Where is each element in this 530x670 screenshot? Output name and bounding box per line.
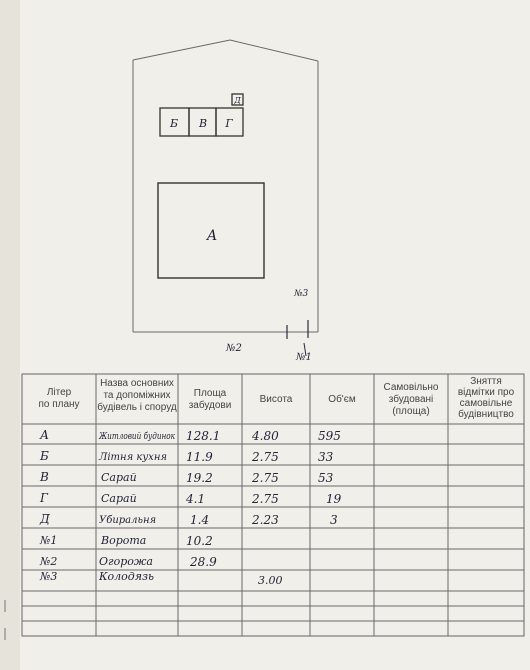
cell-height: 2.23: [251, 513, 279, 527]
cell-height: 2.75: [251, 492, 279, 506]
cell-height: 4.80: [251, 429, 279, 443]
building-g: [215, 107, 244, 137]
cell-name: Ворота: [100, 534, 146, 547]
cell-area: 11.9: [186, 450, 213, 464]
building-v-label: В: [198, 117, 207, 130]
building-g-label: Г: [224, 117, 233, 130]
cell-liter: №1: [39, 534, 57, 547]
house-a-label: А: [206, 228, 218, 244]
table-row: №1 Ворота 10.2: [39, 534, 213, 548]
cell-volume: 53: [318, 471, 334, 485]
cell-volume: 3: [330, 513, 338, 527]
cell-liter: №2: [39, 555, 57, 568]
cell-liter: Д: [39, 512, 50, 526]
building-d: [231, 93, 244, 106]
cell-name: Убиральня: [99, 515, 156, 526]
annotation-n3: №3: [293, 289, 309, 299]
house-a: [157, 182, 265, 279]
site-plan: Б В Г Д А №3 №2 №1: [132, 39, 319, 363]
cell-height: 2.75: [251, 450, 279, 464]
cell-area: 10.2: [186, 534, 213, 548]
outbuildings-row: Б В Г Д: [159, 93, 244, 137]
table-row: Г Сарай 4.1 2.75 19: [39, 491, 342, 506]
cell-liter: А: [39, 428, 49, 442]
table-row: №3 Колодязь 3.00: [39, 570, 283, 587]
table-row: Д Убиральня 1.4 2.23 3: [39, 512, 338, 527]
cell-name: Сарай: [101, 492, 137, 505]
cell-height: 2.75: [251, 471, 279, 485]
cell-volume: 19: [326, 492, 342, 506]
cell-name: Житловий будинок: [98, 431, 175, 442]
building-d-label: Д: [233, 96, 241, 105]
cell-area: 128.1: [186, 429, 220, 443]
cell-liter: В: [39, 470, 49, 484]
table-row: В Сарай 19.2 2.75 53: [39, 470, 334, 485]
cell-name: Огорожа: [99, 555, 153, 568]
cell-name: Сарай: [101, 471, 137, 484]
table-row: Б Літня кухня 11.9 2.75 33: [39, 449, 334, 464]
cell-volume: 595: [318, 429, 341, 443]
header-height: Висота: [260, 394, 293, 405]
annotation-n2: №2: [225, 343, 242, 354]
cell-volume: 33: [318, 450, 334, 464]
cell-area: 19.2: [186, 471, 213, 485]
cell-area: 28.9: [189, 555, 217, 569]
annotation-n1: №1: [295, 352, 312, 363]
table-row: А Житловий будинок 128.1 4.80 595: [39, 428, 341, 443]
header-volume: Об'єм: [328, 393, 356, 405]
cell-liter: Б: [39, 449, 49, 463]
cell-name: Колодязь: [98, 570, 154, 583]
cell-name: Літня кухня: [98, 452, 167, 463]
cell-area: 1.4: [190, 513, 209, 527]
cell-liter: №3: [39, 570, 57, 583]
cell-area: 4.1: [185, 492, 205, 506]
building-b-label: Б: [169, 117, 178, 130]
cell-liter: Г: [39, 491, 49, 505]
table-row: №2 Огорожа 28.9: [39, 555, 217, 569]
cell-height: 3.00: [258, 574, 283, 587]
